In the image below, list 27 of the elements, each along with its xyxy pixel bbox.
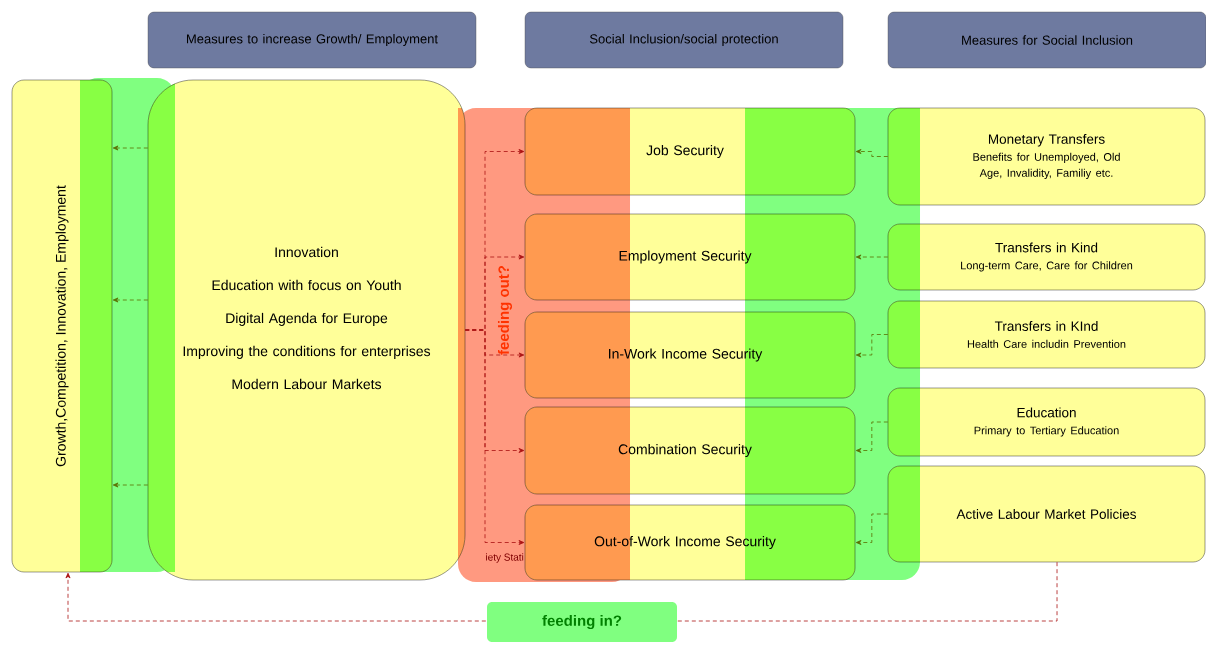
security-box: Employment Security [524,213,856,301]
rotated-label: feeding out? [498,265,513,355]
arrow [855,421,889,453]
arrow [855,254,889,260]
measure-box: Education Primary to Tertiary Education [887,387,1206,457]
arrow [464,329,525,545]
security-box: Out-of-Work Income Security [524,504,856,581]
arrow [112,482,149,488]
column-header: Measures for Social Inclusion [887,11,1206,69]
security-box: Job Security [524,107,856,196]
column-header: Social Inclusion/social protection [524,11,844,69]
arrow [112,297,149,303]
rotated-box: Growth,Competition, Innovation, Employment [11,79,113,573]
arrow [112,145,149,151]
column-header: Measures to increase Growth/ Employment [147,11,477,69]
edge-label: feeding in? [487,602,677,642]
measure-box: Transfers in Kind Long-term Care, Care for Children [887,223,1206,291]
measure-box: Monetary Transfers Benefits for Unemployed, Old Age, Invalidity, Familiy etc. [887,107,1206,206]
arrow [855,149,889,157]
measures-box: Innovation Education with focus on Youth Digital Agenda for Europe Improving the conditions for enterprises Modern Labour Markets [147,79,466,581]
security-box: Combination Security [524,406,856,495]
arrow [855,513,889,545]
measure-box: Transfers in KInd Health Care includin Prevention [887,300,1206,369]
security-box: In-Work Income Security [524,311,856,399]
measure-box: Active Labour Market Policies [887,465,1206,563]
caption-text: iety Stati [486,553,524,563]
arrow [855,334,889,358]
